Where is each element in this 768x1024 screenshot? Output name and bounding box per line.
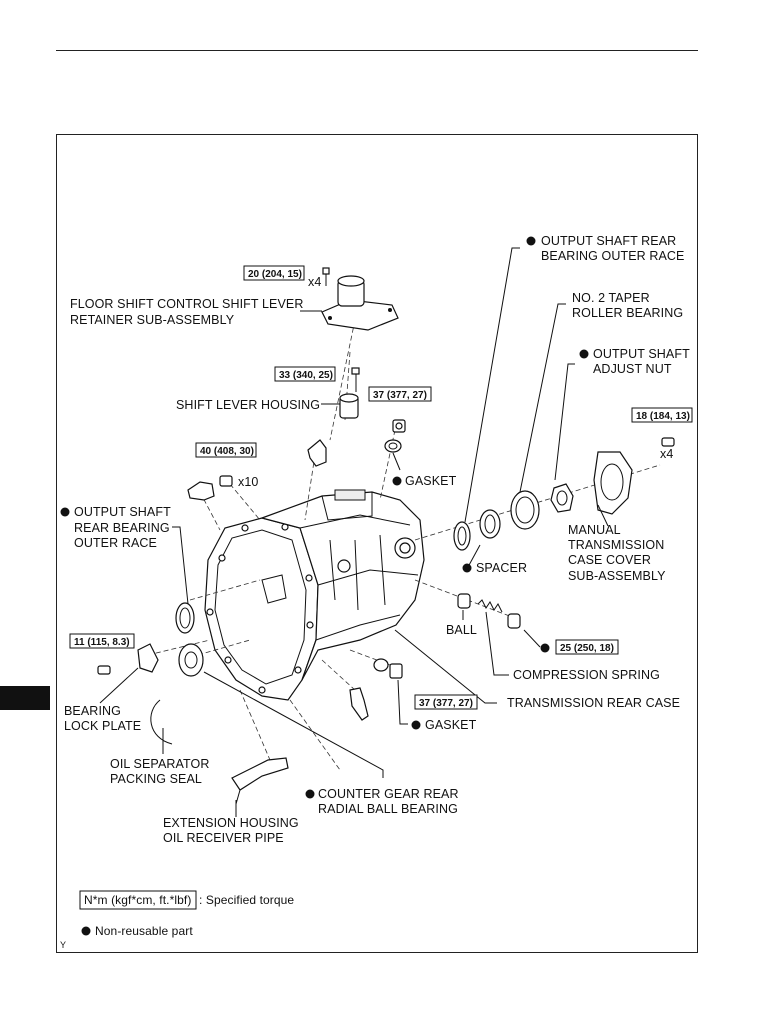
lever-bracket-part — [307, 439, 327, 467]
part-labels: FLOOR SHIFT CONTROL SHIFT LEVER RETAINER… — [64, 234, 690, 845]
corner-mark: Y — [60, 940, 66, 950]
label-spacer: SPACER — [476, 561, 527, 575]
label-counter-gear-2: RADIAL BALL BEARING — [318, 802, 458, 816]
cover-bolt-part — [661, 437, 675, 447]
legend: N*m (kgf*cm, ft.*lbf) : Specified torque… — [60, 890, 294, 950]
label-case-cover-2: TRANSMISSION — [568, 538, 664, 552]
torque-37a: 37 (377, 27) — [373, 390, 427, 401]
interlock-lever-part — [349, 687, 369, 721]
label-floor-shift-2: RETAINER SUB-ASSEMBLY — [70, 313, 235, 327]
label-compression-spring: COMPRESSION SPRING — [513, 668, 660, 682]
torque-box-37b — [414, 694, 478, 710]
label-ball: BALL — [446, 623, 477, 637]
case-cover-part — [593, 451, 633, 515]
torque-box-37a — [368, 386, 432, 402]
legend-nonreusable-dot — [81, 926, 91, 936]
plug-25-part — [507, 613, 521, 629]
spring-part — [477, 599, 503, 613]
torque-box-18 — [631, 407, 693, 423]
label-outer-race-left-3: OUTER RACE — [74, 536, 157, 550]
label-outer-race-left-2: REAR BEARING — [74, 521, 170, 535]
spacer-part — [479, 509, 501, 539]
torque-37b: 37 (377, 27) — [419, 698, 473, 709]
label-oil-separator-2: PACKING SEAL — [110, 772, 202, 786]
torque-box-11 — [69, 633, 135, 649]
bracket-part — [187, 481, 215, 501]
outer-race-left-part — [175, 602, 195, 634]
nonreusable-dot — [392, 476, 402, 486]
shift-lever-housing-part — [339, 367, 360, 419]
nonreusable-dot — [305, 789, 315, 799]
extension-pipe-part — [231, 757, 289, 805]
label-lock-plate-2: LOCK PLATE — [64, 719, 141, 733]
retainer-bolt-part — [322, 267, 330, 286]
nonreusable-dot — [579, 349, 589, 359]
label-counter-gear-1: COUNTER GEAR REAR — [318, 787, 459, 801]
nonreusable-dot — [540, 643, 550, 653]
label-case-cover-1: MANUAL — [568, 523, 621, 537]
header-rule — [56, 50, 698, 51]
nonreusable-dot — [462, 563, 472, 573]
torque-25: 25 (250, 18) — [560, 643, 614, 654]
legend-torque-box — [79, 890, 197, 910]
label-outer-race-top-1: OUTPUT SHAFT REAR — [541, 234, 676, 248]
lock-plate-part — [137, 643, 159, 673]
ball-part — [457, 593, 471, 609]
torque-box-33 — [274, 366, 336, 382]
label-oil-separator-1: OIL SEPARATOR — [110, 757, 209, 771]
diagram-frame — [56, 134, 698, 953]
label-gasket-top: GASKET — [405, 474, 457, 488]
taper-roller-part — [510, 490, 540, 530]
label-extension-housing-2: OIL RECEIVER PIPE — [163, 831, 284, 845]
plug-bottom-part — [389, 663, 403, 679]
label-rear-case: TRANSMISSION REAR CASE — [507, 696, 680, 710]
label-floor-shift-1: FLOOR SHIFT CONTROL SHIFT LEVER — [70, 297, 303, 311]
label-taper-roller-2: ROLLER BEARING — [572, 306, 683, 320]
gasket-top-part — [384, 439, 402, 453]
label-adjust-nut-1: OUTPUT SHAFT — [593, 347, 690, 361]
nonreusable-markers — [60, 236, 589, 936]
outer-race-top-part — [453, 521, 471, 551]
label-taper-roller-1: NO. 2 TAPER — [572, 291, 650, 305]
torque-20: 20 (204, 15) — [248, 269, 302, 280]
label-shift-lever-housing: SHIFT LEVER HOUSING — [176, 398, 320, 412]
parts-group — [97, 267, 675, 805]
counter-gear-bearing-part — [178, 643, 204, 677]
nonreusable-dot — [526, 236, 536, 246]
section-tab-marker — [0, 686, 50, 710]
torque-box-20 — [243, 265, 305, 281]
label-lock-plate-1: BEARING — [64, 704, 121, 718]
adjust-nut-part — [550, 483, 574, 513]
qty-18: x4 — [660, 447, 673, 461]
nonreusable-dot — [411, 720, 421, 730]
label-case-cover-4: SUB-ASSEMBLY — [568, 569, 666, 583]
label-adjust-nut-2: ADJUST NUT — [593, 362, 672, 376]
legend-torque-units: N*m (kgf*cm, ft.*lbf) — [84, 893, 191, 907]
torque-box-25 — [555, 639, 619, 655]
transmission-rear-case-drawing — [204, 489, 425, 701]
legend-nonreusable-text: Non-reusable part — [95, 924, 193, 938]
oil-separator-part — [150, 699, 173, 745]
label-outer-race-left-1: OUTPUT SHAFT — [74, 505, 171, 519]
label-case-cover-3: CASE COVER — [568, 553, 651, 567]
label-gasket-bottom: GASKET — [425, 718, 477, 732]
plug-top-part — [392, 419, 406, 433]
torque-18: 18 (184, 13) — [636, 411, 690, 422]
torque-33: 33 (340, 25) — [279, 370, 333, 381]
label-outer-race-top-2: BEARING OUTER RACE — [541, 249, 685, 263]
torque-boxes: 20 (204, 15) x4 33 (340, 25) 37 (377, 27… — [69, 265, 693, 710]
gasket-bottom-part — [373, 658, 389, 672]
torque-40: 40 (408, 30) — [200, 446, 254, 457]
torque-box-40 — [195, 442, 257, 458]
label-extension-housing-1: EXTENSION HOUSING — [163, 816, 299, 830]
leader-lines — [99, 247, 609, 817]
qty-40: x10 — [238, 475, 258, 489]
legend-torque-text: : Specified torque — [199, 893, 294, 907]
nonreusable-dot — [60, 507, 70, 517]
torque-11: 11 (115, 8.3) — [74, 637, 130, 648]
qty-20: x4 — [308, 275, 321, 289]
floor-shift-retainer-part — [321, 275, 399, 331]
